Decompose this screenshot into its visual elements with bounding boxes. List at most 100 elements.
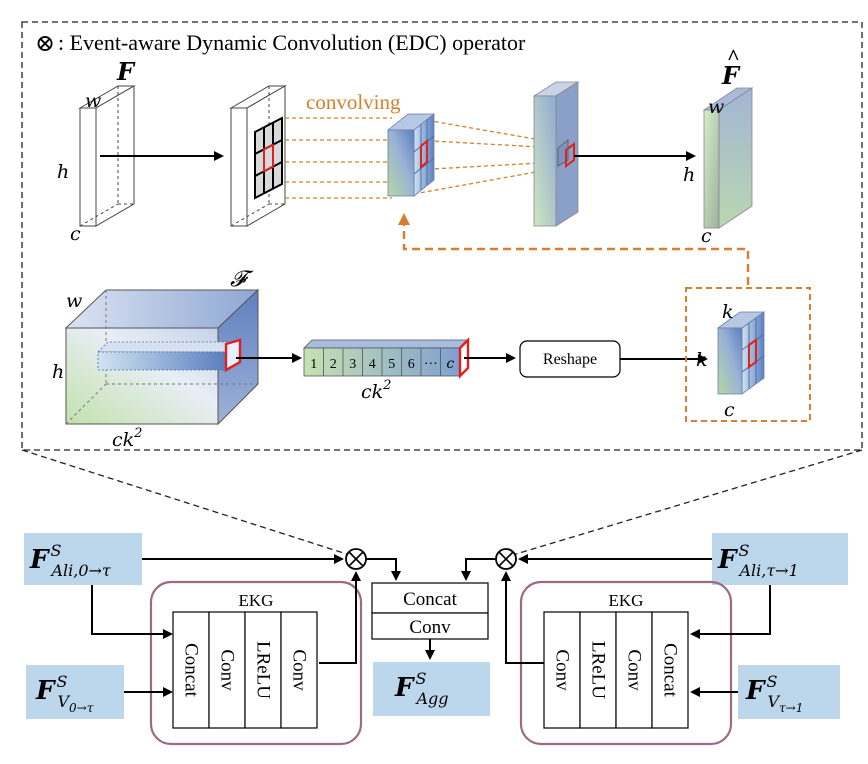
- event-feature-cuboid: [64, 288, 260, 426]
- output-w-label: w: [708, 96, 724, 118]
- ekg-layer-box: [579, 611, 617, 729]
- event-depth-base: ck: [112, 429, 134, 451]
- event-depth-label: ck2: [112, 426, 142, 451]
- output-h-label: h: [683, 164, 695, 186]
- kernel-vector: [303, 337, 470, 379]
- rbl-subsub: τ→1: [779, 701, 803, 715]
- output-feature-box: [702, 87, 754, 229]
- fan-line-left: [21, 449, 357, 558]
- lbl-sup: S: [56, 672, 67, 691]
- vector-cell: c: [446, 356, 454, 372]
- ekg-layer-label: Concat: [181, 643, 202, 698]
- intermediate-output-slab: [532, 81, 580, 227]
- rbl-sup: S: [766, 672, 777, 691]
- rtl-sub: Ali,τ→1: [737, 561, 798, 580]
- center-concat-label: Concat: [403, 589, 458, 610]
- ekg-layer-box: [651, 611, 689, 729]
- agg-sub: Agg: [414, 689, 448, 708]
- input-feature-name: F: [116, 57, 136, 86]
- ekg-layer-label: LReLU: [253, 641, 274, 699]
- vector-cell: 2: [330, 357, 337, 372]
- edc-panel-border: [21, 21, 863, 451]
- sliding-window-grid: [254, 116, 283, 200]
- input-h-label: h: [57, 161, 69, 183]
- event-h-label: h: [52, 361, 64, 383]
- right-bottom-input-box: [738, 665, 840, 719]
- ekg-layer-label: Conv: [552, 649, 573, 691]
- reshape-label: Reshape: [543, 351, 597, 368]
- agg-base: F: [394, 673, 415, 703]
- ekg-layer-label: Concat: [660, 643, 681, 698]
- ltl-base: F: [29, 545, 50, 575]
- agg-sup: S: [415, 669, 426, 688]
- vector-cell: ···: [424, 357, 438, 372]
- center-block-top: [371, 582, 489, 614]
- convolving-label: convolving: [306, 90, 401, 114]
- output-c-label: c: [701, 225, 712, 247]
- center-conv-label: Conv: [409, 617, 451, 638]
- event-depth-sup: 2: [133, 426, 142, 441]
- right-ekg-layers: Conv LReLU Conv Concat: [543, 611, 689, 729]
- ekg-layer-label: Conv: [289, 649, 310, 691]
- vector-cell: 6: [408, 357, 415, 372]
- input-c-label: c: [70, 223, 81, 245]
- dynamic-kernel-cube: [386, 113, 436, 197]
- right-ekg-title: EKG: [609, 591, 644, 610]
- edc-legend: ⊗ : Event-aware Dynamic Convolution (EDC…: [35, 30, 526, 57]
- kernel-feedback-arrow: [398, 213, 750, 285]
- event-w-label: w: [66, 290, 82, 312]
- event-feature-name: 𝓕: [230, 267, 254, 292]
- vector-cell: 3: [349, 357, 356, 372]
- bottom-arrows: [91, 554, 771, 697]
- rbl-sub: V: [767, 692, 780, 711]
- ekg-layer-label: Conv: [624, 649, 645, 691]
- lbl-base: F: [35, 676, 56, 706]
- kernel-k-side: k: [696, 349, 708, 371]
- vector-label: ck2: [361, 378, 391, 403]
- rbl-base: F: [745, 676, 766, 706]
- input-w-label: w: [85, 90, 101, 112]
- left-ekg-frame: [149, 580, 363, 746]
- vector-cell: 1: [310, 357, 317, 372]
- output-feature-hat: ^: [727, 44, 740, 69]
- vector-label-base: ck: [361, 381, 383, 403]
- vector-cell: 5: [388, 357, 395, 372]
- center-block-bottom: [371, 612, 489, 640]
- reshaped-kernel-frame: [685, 287, 811, 422]
- kernel-c: c: [724, 399, 735, 421]
- ekg-layer-box: [172, 611, 210, 729]
- ltl-sup: S: [50, 541, 61, 560]
- left-ekg-layers: Concat Conv LReLU Conv: [172, 611, 318, 729]
- ltl-sub: Ali,0→τ: [49, 561, 111, 580]
- left-otimes-cross-b: [348, 551, 364, 567]
- left-ekg-title: EKG: [239, 591, 274, 610]
- lbl-subsub: 0→τ: [69, 701, 94, 715]
- ekg-layer-box: [280, 611, 318, 729]
- ekg-layer-box: [615, 611, 653, 729]
- rtl-sup: S: [738, 541, 749, 560]
- right-otimes-cross-b: [498, 551, 514, 567]
- ekg-layer-box: [543, 611, 581, 729]
- fan-line-right: [505, 449, 863, 558]
- vector-label-sup: 2: [382, 378, 391, 393]
- rtl-base: F: [717, 545, 738, 575]
- left-bottom-input-box: [26, 665, 124, 719]
- output-feature-name: F: [721, 61, 741, 90]
- ekg-layer-box: [208, 611, 246, 729]
- legend-text: : Event-aware Dynamic Convolution (EDC) …: [58, 30, 526, 55]
- vector-cell: 4: [369, 357, 376, 372]
- right-top-input-box: [712, 533, 848, 585]
- output-agg-box: [373, 662, 490, 716]
- otimes-legend-icon: ⊗: [35, 31, 55, 57]
- ekg-layer-label: LReLU: [588, 641, 609, 699]
- left-top-input-box: [24, 533, 142, 585]
- ekg-layer-label: Conv: [217, 649, 238, 691]
